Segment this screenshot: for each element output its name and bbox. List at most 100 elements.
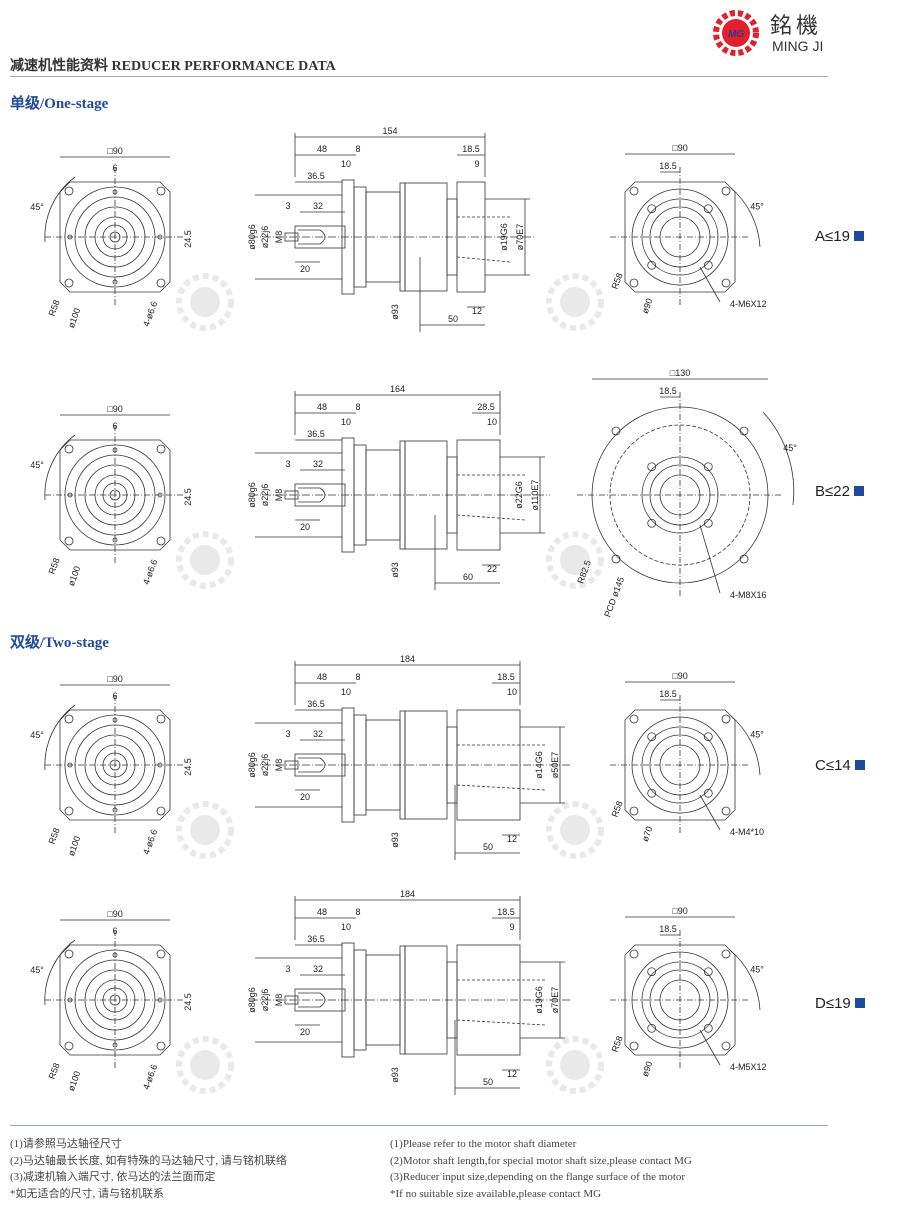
shaft-dim: ø22j6 xyxy=(260,754,270,777)
shaft-dim: ø22j6 xyxy=(260,226,270,249)
tap-hole-icon xyxy=(703,204,713,214)
watermark-gear-core xyxy=(560,1050,590,1080)
watermark-gear-ring xyxy=(546,1036,604,1094)
radius-dim: R58 xyxy=(47,1062,62,1081)
input-pilot-dim: ø70E7 xyxy=(515,224,525,251)
square-marker-icon xyxy=(853,486,864,496)
thread-stub xyxy=(284,232,299,242)
key-dim: 6 xyxy=(112,926,117,936)
watermark-gear-core xyxy=(190,287,220,317)
output-shaft xyxy=(294,988,346,1012)
bolt-hole-icon xyxy=(629,714,639,724)
body-dim: ø93 xyxy=(390,562,400,578)
center-tap-thread xyxy=(298,229,326,245)
input-square-dim: □90 xyxy=(672,671,687,681)
input-square-dim: □130 xyxy=(670,368,690,378)
dimension-text: 32 xyxy=(313,459,323,469)
input-square-dim: □90 xyxy=(672,906,687,916)
key-dim: 6 xyxy=(112,163,117,173)
input-flange xyxy=(456,709,521,821)
bolt-hole-icon xyxy=(156,806,166,816)
notes-chinese: (1)请参照马达轴径尺寸 (2)马达轴最长长度, 如有特殊的马达轴尺寸, 请与铭… xyxy=(10,1136,287,1202)
square-dim: □90 xyxy=(107,909,122,919)
shaft-dim: ø22j6 xyxy=(260,484,270,507)
dimension-text: 3 xyxy=(285,729,290,739)
pilot-dim: ø80g6 xyxy=(247,987,257,1013)
bolt-hole-icon xyxy=(739,426,749,436)
bolt-hole-icon xyxy=(64,806,74,816)
dimension-text: 8 xyxy=(355,144,360,154)
dimension-text: 48 xyxy=(317,672,327,682)
center-tap-thread xyxy=(298,992,326,1008)
input-pcd-dim: ø70 xyxy=(640,825,655,843)
input-bore-line xyxy=(456,1019,546,1026)
thread-dim: M8 xyxy=(274,759,284,772)
bolt-hole-icon xyxy=(629,186,639,196)
pcd-dim: ø100 xyxy=(66,835,82,858)
note-en-3: (3)Reducer input size,depending on the f… xyxy=(390,1171,686,1183)
footer-divider xyxy=(10,1125,828,1126)
watermark-gear-icon xyxy=(546,801,604,859)
dimension-text: 32 xyxy=(313,729,323,739)
thread-stub xyxy=(284,760,299,770)
angle-arc xyxy=(729,949,761,1011)
front-flange-outline xyxy=(59,181,171,293)
square-marker-icon xyxy=(854,998,865,1008)
size-label: C≤14 xyxy=(815,757,851,774)
input-angle-dim: 45° xyxy=(750,730,764,740)
watermark-gear-ring xyxy=(176,531,234,589)
dimension-line xyxy=(699,266,721,303)
angle-arc xyxy=(44,939,76,1006)
bolt-hole-icon xyxy=(721,714,731,724)
bolt-hole-icon xyxy=(721,806,731,816)
dimension-line xyxy=(699,794,721,831)
input-square-dim: □90 xyxy=(672,143,687,153)
dimension-text: 12 xyxy=(507,1069,517,1079)
tap-hole-icon xyxy=(703,967,713,977)
input-flange xyxy=(456,439,501,551)
height-dim: 24.5 xyxy=(183,230,193,248)
input-flange-outline xyxy=(624,709,736,821)
tap-hole-icon xyxy=(647,788,657,798)
output-shaft xyxy=(294,753,346,777)
note-en-2: (2)Motor shaft length,for special motor … xyxy=(390,1154,692,1167)
pilot-dim: ø80g6 xyxy=(247,224,257,250)
square-marker-icon xyxy=(853,231,864,241)
height-dim: 24.5 xyxy=(183,488,193,506)
dimension-text: 20 xyxy=(300,522,310,532)
dimension-text: 48 xyxy=(317,907,327,917)
tap-hole-icon xyxy=(703,732,713,742)
row-label-a: A≤19 xyxy=(815,228,864,245)
dimension-text: 10 xyxy=(341,922,351,932)
dimension-text: 8 xyxy=(355,907,360,917)
input-offset-dim: 18.5 xyxy=(659,924,677,934)
angle-arc xyxy=(44,176,76,243)
key-dim: 6 xyxy=(112,691,117,701)
watermark-gear-ring xyxy=(176,801,234,859)
size-label: B≤22 xyxy=(815,483,850,500)
front-flange-outline xyxy=(59,439,171,551)
input-radius-dim: R58 xyxy=(610,800,625,819)
total-length-dim: 164 xyxy=(390,384,405,394)
tap-hole-icon xyxy=(647,732,657,742)
square-marker-icon xyxy=(854,760,865,770)
tap-hole-icon xyxy=(647,1023,657,1033)
output-shaft xyxy=(294,225,346,249)
note-en-4: *If no suitable size available,please co… xyxy=(390,1187,602,1200)
holes-dim: 4-ø6.6 xyxy=(141,828,159,856)
bolt-hole-icon xyxy=(156,186,166,196)
dimension-text: 9 xyxy=(509,922,514,932)
holes-dim: 4-ø6.6 xyxy=(141,558,159,586)
body-dim: ø93 xyxy=(390,1067,400,1083)
dimension-line xyxy=(699,1029,721,1066)
height-dim: 24.5 xyxy=(183,993,193,1011)
dimension-text: 20 xyxy=(300,1027,310,1037)
pcd-dim: ø100 xyxy=(66,565,82,588)
key-dim: 6 xyxy=(112,421,117,431)
watermark-gear-ring xyxy=(546,273,604,331)
input-bore-dim: ø19G6 xyxy=(499,223,509,251)
shaft-dim: ø22j6 xyxy=(260,989,270,1012)
bolt-hole-icon xyxy=(156,278,166,288)
watermark-gear-icon xyxy=(176,801,234,859)
